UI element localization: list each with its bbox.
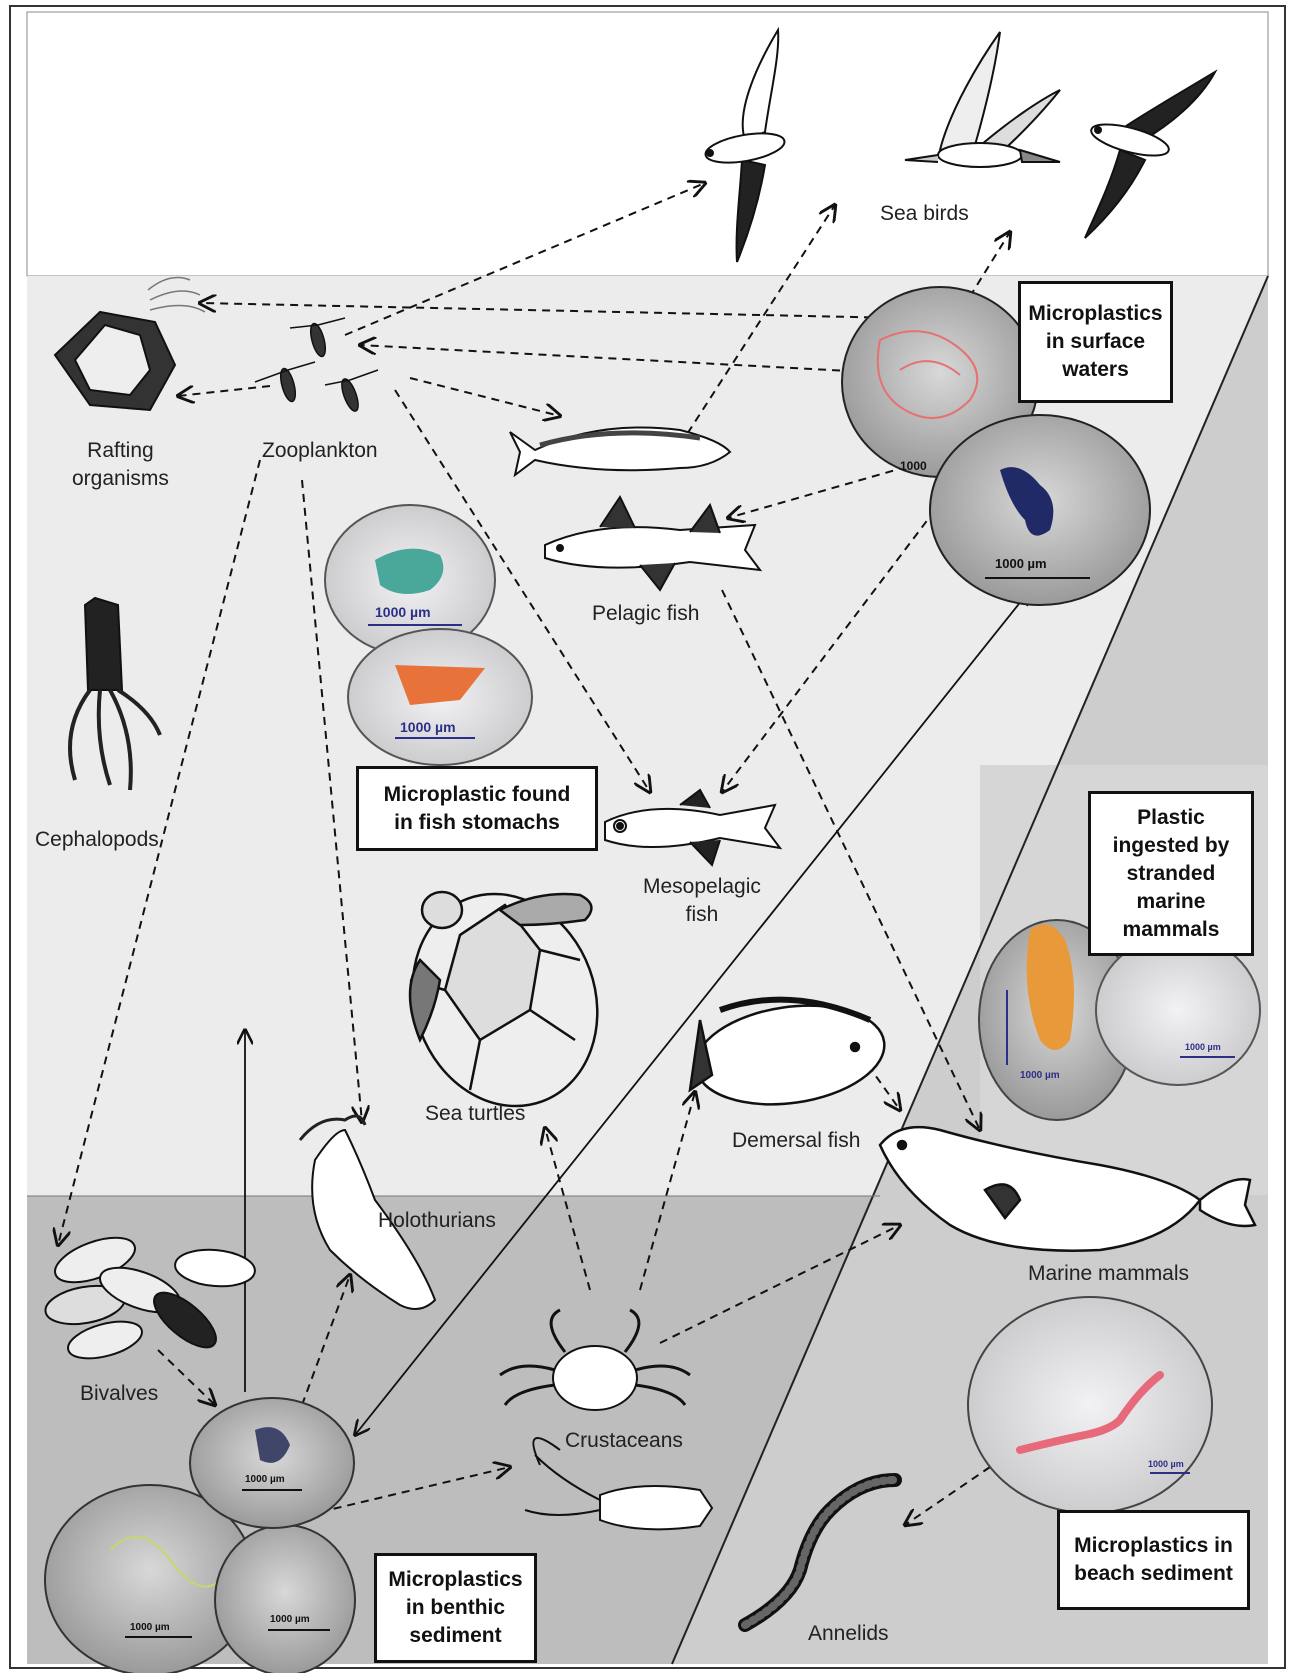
mammal-pink-sample [1096,935,1260,1085]
label-crustaceans: Crustaceans [565,1427,683,1455]
box-stranded-mammals: Plastic ingested by stranded marine mamm… [1088,791,1254,956]
scale-label: 1000 [900,459,927,473]
benthic-large-right-sample [215,1525,355,1673]
scale-label: 1000 µm [1185,1042,1221,1052]
scale-label: 1000 µm [375,604,431,620]
label-sea-birds: Sea birds [880,200,969,228]
label-cephalopods: Cephalopods [35,826,159,854]
scale-label: 1000 µm [130,1622,170,1633]
label-zooplankton: Zooplankton [262,437,378,465]
beach-pink-sample [968,1297,1212,1513]
label-mesopelagic-fish: Mesopelagic fish [643,873,761,929]
scale-label: 1000 µm [1020,1070,1060,1081]
label-bivalves: Bivalves [80,1380,158,1408]
label-holothurians: Holothurians [378,1207,496,1235]
box-benthic-sediment: Microplastics in benthic sediment [374,1553,537,1663]
scale-label: 1000 µm [995,556,1047,571]
label-sea-turtles: Sea turtles [425,1100,525,1128]
box-surface-waters: Microplastics in surface waters [1018,281,1173,403]
scale-label: 1000 µm [245,1474,285,1485]
box-fish-stomachs: Microplastic found in fish stomachs [356,766,598,851]
stomach-orange-sample [348,629,532,765]
scale-label: 1000 µm [400,719,456,735]
label-demersal-fish: Demersal fish [732,1127,860,1155]
benthic-small-sample [190,1398,354,1528]
label-marine-mammals: Marine mammals [1028,1260,1189,1288]
label-pelagic-fish: Pelagic fish [592,600,699,628]
scale-label: 1000 µm [270,1614,310,1625]
box-beach-sediment: Microplastics in beach sediment [1057,1510,1250,1610]
label-rafting-organisms: Rafting organisms [72,437,169,493]
scale-label: 1000 µm [1148,1459,1184,1469]
surface-blue-sample [930,415,1150,605]
sky-zone [27,12,1268,276]
label-annelids: Annelids [808,1620,889,1648]
